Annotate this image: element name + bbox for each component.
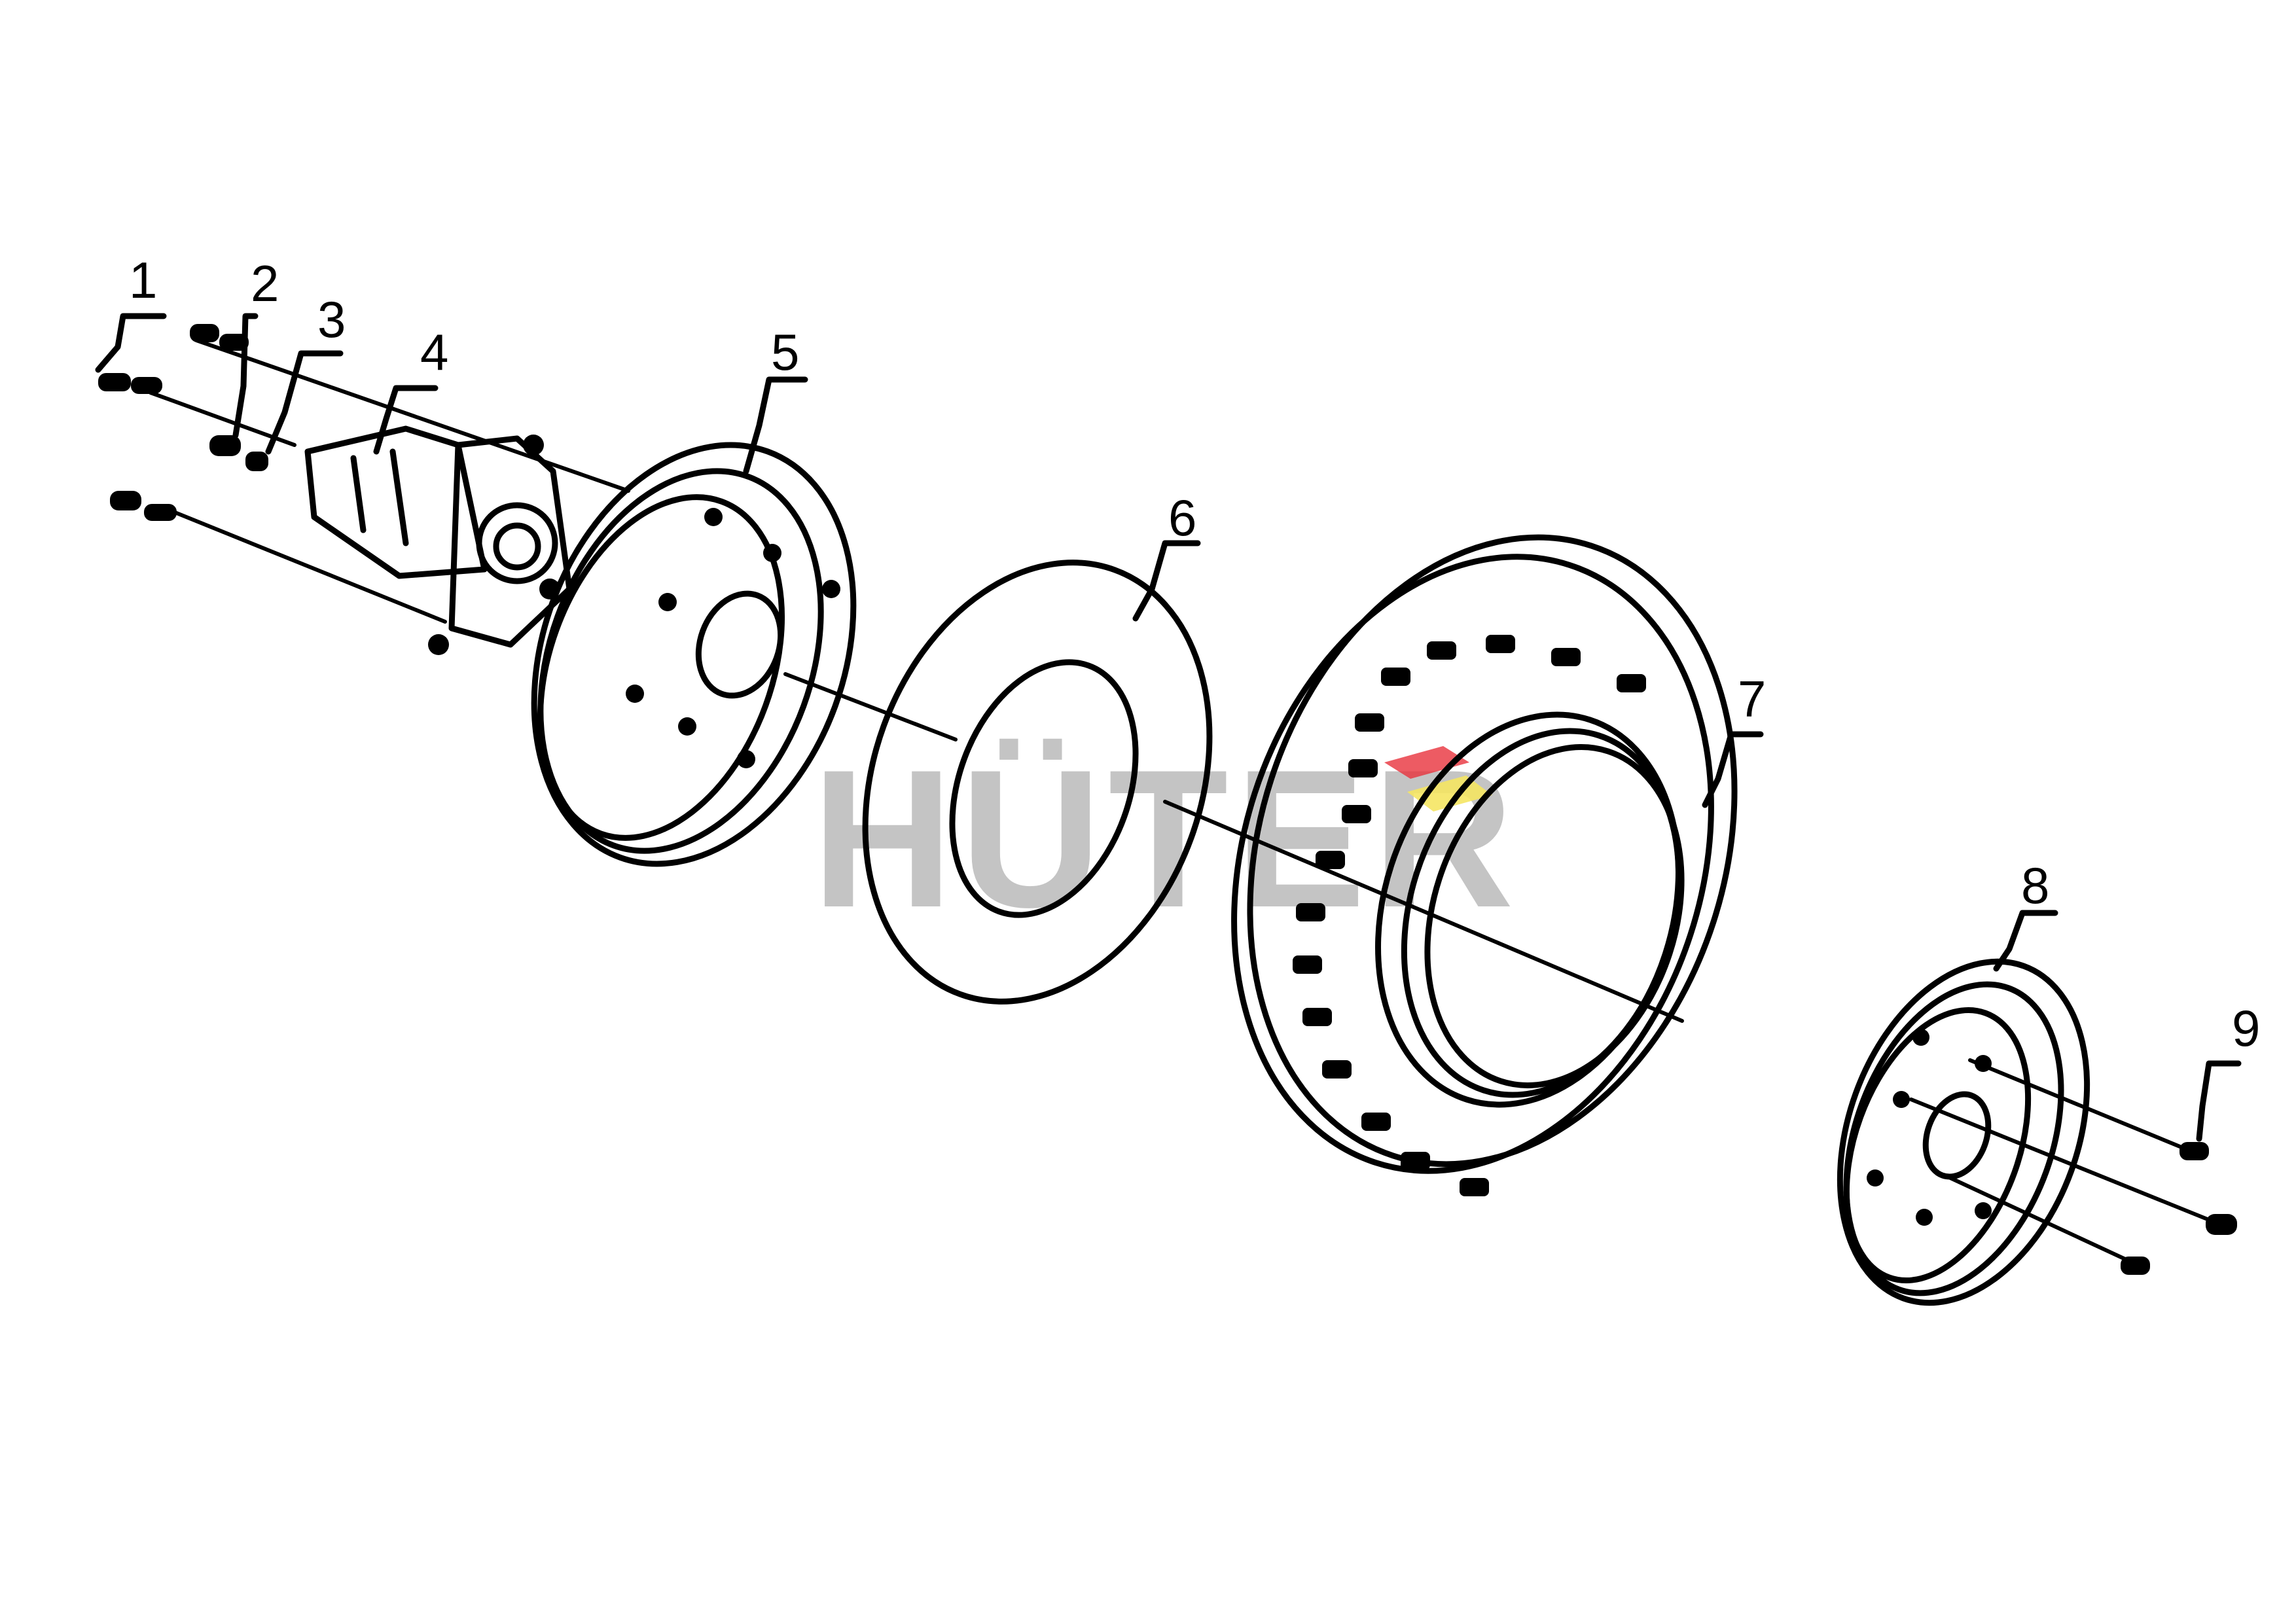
tire-tread (1293, 635, 1646, 1196)
callout-4: 4 (420, 323, 448, 381)
callout-7: 7 (1738, 670, 1766, 728)
assembly-lines (149, 338, 2221, 1265)
callout-5: 5 (771, 323, 799, 381)
huter-watermark: HÜTER (812, 728, 1514, 948)
bolts-left (98, 324, 268, 521)
bolts-right (2121, 1142, 2237, 1275)
callout-labels: 1 2 3 4 5 6 7 8 9 (129, 251, 2260, 1057)
callout-9: 9 (2232, 999, 2260, 1057)
huter-logo-flag (1384, 746, 1492, 812)
callout-3: 3 (317, 291, 346, 348)
bolt-2 (190, 324, 249, 351)
nut-3 (209, 435, 268, 471)
callout-8: 8 (2021, 857, 2049, 914)
callout-1: 1 (129, 251, 157, 309)
callout-6: 6 (1168, 489, 1196, 546)
tire-7 (1231, 534, 1738, 1196)
bolt-1 (98, 373, 162, 394)
callout-2: 2 (251, 255, 279, 312)
rim-inner-5 (531, 442, 857, 867)
rim-outer-8 (1837, 958, 2090, 1306)
bolt-lower (110, 491, 177, 521)
inner-tube-6 (862, 560, 1213, 1005)
leader-lines (95, 313, 2242, 1142)
